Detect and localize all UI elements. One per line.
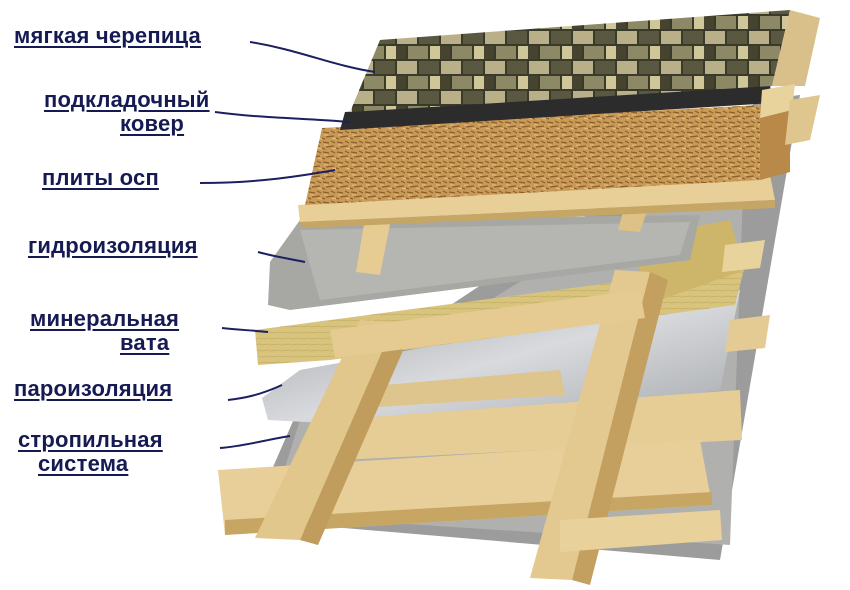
- right-board-4: [725, 315, 770, 352]
- leader-wool: [221, 327, 269, 333]
- label-mineral-wool: минеральная вата: [30, 306, 180, 355]
- right-board-1: [760, 84, 795, 118]
- leader-vapor: [227, 384, 283, 401]
- label-osb: плиты осп: [42, 165, 159, 190]
- underlay-layer: [340, 84, 772, 130]
- osb-layer: [305, 105, 760, 205]
- rafter-right-side: [572, 272, 668, 585]
- shingles-edge: [772, 10, 820, 86]
- label-waterproofing: гидроизоляция: [28, 233, 198, 258]
- rafter-left: [255, 320, 395, 540]
- leader-underlay: [214, 111, 351, 123]
- leader-shingles: [249, 41, 376, 73]
- label-underlay: подкладочный ковер: [44, 87, 210, 136]
- lower-batten: [330, 390, 742, 460]
- shingles-layer: [350, 10, 790, 112]
- label-vapor-barrier: пароизоляция: [14, 376, 173, 401]
- rafter-right: [530, 270, 650, 580]
- leader-lines: [199, 41, 376, 449]
- leader-osb: [199, 169, 336, 184]
- leader-waterproofing: [257, 251, 306, 263]
- batten-under-osb: [298, 175, 775, 222]
- label-shingles: мягкая черепица: [14, 23, 201, 48]
- label-rafters: стропильная система: [18, 427, 163, 476]
- foreground-batten: [560, 510, 722, 552]
- waterproofing-layer-shade: [300, 222, 690, 300]
- right-board-2: [785, 95, 820, 145]
- counter-batten-1: [356, 214, 392, 275]
- lower-batten-2: [325, 370, 565, 410]
- osb-edge: [760, 95, 790, 180]
- top-beam: [330, 290, 645, 358]
- rafter-left-side: [300, 322, 412, 545]
- leader-rafters: [219, 435, 291, 449]
- batten-under-osb-edge: [300, 200, 775, 228]
- right-board-3: [722, 240, 765, 272]
